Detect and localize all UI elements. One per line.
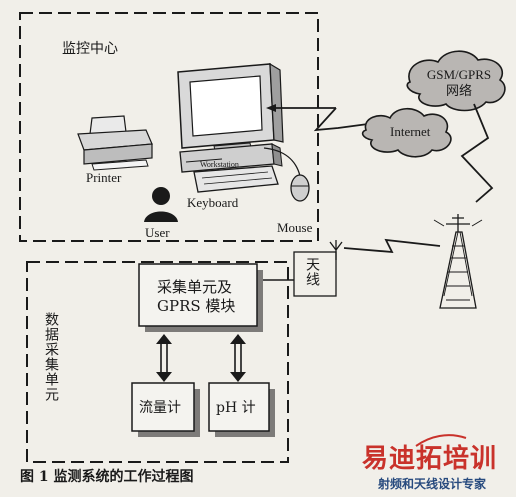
figure-caption: 图 1 监测系统的工作过程图 (20, 469, 194, 485)
printer-icon (77, 115, 153, 171)
data-unit-box (26, 261, 289, 463)
internet-cloud (361, 107, 452, 158)
watermark-sub: 射频和天线设计专家 (378, 477, 487, 491)
printer-label: Printer (86, 170, 122, 185)
antenna-icon (293, 240, 343, 297)
gprs-module-label: 采集单元及 GPRS 模块 (157, 278, 236, 315)
flowmeter-label: 流量计 (139, 400, 181, 416)
flowmeter-link-arrow (156, 334, 172, 382)
flowmeter-block (131, 382, 200, 437)
watermark-logo-mark (415, 434, 467, 447)
gsm-gprs-label-line1: GSM/GPRS (426, 67, 492, 82)
mouse-icon (263, 147, 310, 202)
gsm-gprs-cloud (406, 50, 506, 112)
wireless-link (460, 103, 494, 203)
workstation-monitor-icon (177, 62, 284, 156)
gsm-gprs-label-line2: 网络 (445, 83, 472, 98)
monitoring-center-label: 监控中心 (62, 41, 118, 57)
gprs-module-block (138, 263, 263, 332)
user-label: User (145, 225, 170, 240)
ph-link-arrow (230, 334, 246, 382)
keyboard-label: Keyboard (187, 195, 239, 210)
workstation-label: Workstation (200, 160, 239, 169)
watermark-main: 易迪拓培训 (362, 444, 498, 474)
user-icon (144, 187, 178, 222)
ph-meter-label: pH 计 (216, 400, 256, 416)
antenna-label: 天线 (304, 257, 320, 287)
data-unit-label: 数据采集单元 (43, 312, 59, 402)
mouse-label: Mouse (277, 220, 313, 235)
network-link (266, 104, 369, 132)
gsm-gprs-label: GSM/GPRS 网络 (424, 68, 494, 97)
ph-meter-block (208, 382, 275, 437)
keyboard-icon (193, 165, 279, 193)
base-station-tower-icon (433, 214, 483, 309)
radio-link (343, 238, 441, 254)
workstation-case-icon (179, 143, 283, 173)
internet-label: Internet (390, 124, 431, 139)
